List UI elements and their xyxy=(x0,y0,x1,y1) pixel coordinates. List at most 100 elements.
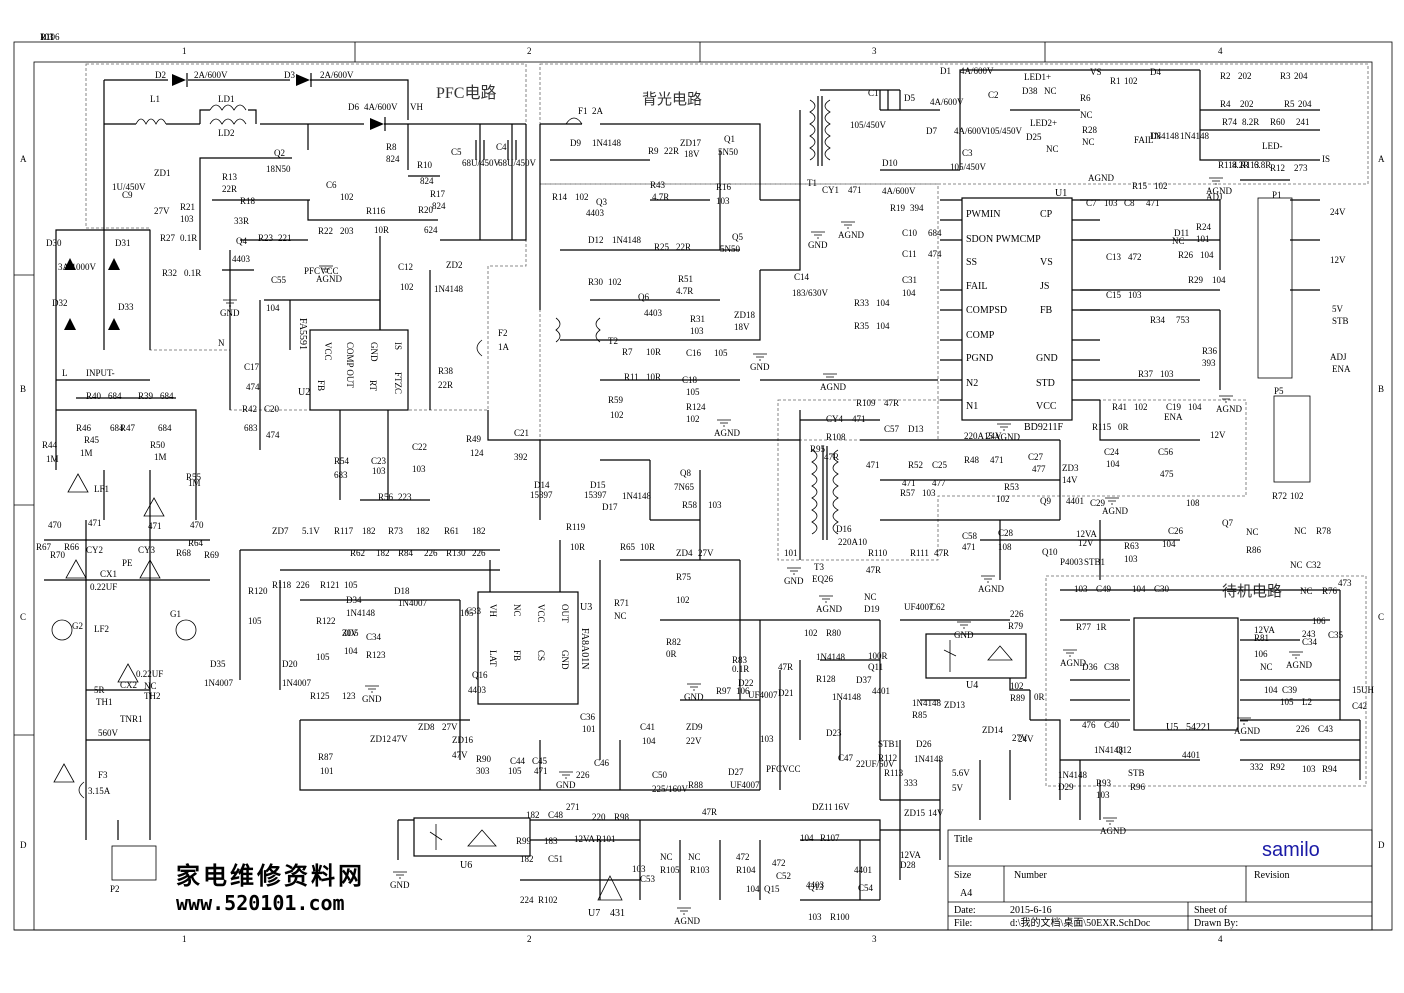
component-label: 103 xyxy=(922,488,936,498)
grid-row-a-left: A xyxy=(20,154,27,164)
component-label: 102 xyxy=(1290,491,1304,501)
component-label: F3 xyxy=(98,770,108,780)
component-label: 4403 xyxy=(644,308,663,318)
component-label: D28 xyxy=(900,860,916,870)
component-label: 474 xyxy=(246,382,260,392)
component-label: 103 xyxy=(1074,584,1088,594)
component-label: 4A/600V xyxy=(930,97,964,107)
component-label: D9 xyxy=(570,138,581,148)
component-label: 472 xyxy=(772,858,786,868)
svg-text:U4: U4 xyxy=(966,680,978,691)
component-label: R100 xyxy=(830,912,850,922)
component-label: 183 xyxy=(544,836,558,846)
component-label: R57 xyxy=(900,488,916,498)
wires xyxy=(44,69,1361,901)
svg-text:SS: SS xyxy=(966,257,977,268)
component-label: 123 xyxy=(342,691,356,701)
component-label: Q1 xyxy=(724,134,735,144)
component-label: F2 xyxy=(498,328,508,338)
component-label: NC xyxy=(1082,137,1095,147)
component-label: R77 xyxy=(1076,622,1092,632)
component-label: 106 xyxy=(1312,616,1326,626)
ground-symbol xyxy=(753,353,767,361)
component-label: 471 xyxy=(990,455,1004,465)
component-label: R12 xyxy=(1270,163,1285,173)
component-label: ZD16 xyxy=(452,735,473,745)
component-label: C26 xyxy=(1168,526,1184,536)
component-label: R56 xyxy=(378,492,394,502)
component-label: R8 xyxy=(386,142,397,152)
svg-text:PWMIN: PWMIN xyxy=(966,209,1000,220)
svg-text:54221: 54221 xyxy=(1186,722,1211,733)
grid-labels: 1 2 3 4 1 2 3 4 A B C D A B C D xyxy=(14,42,1385,944)
component-label: 105 xyxy=(316,652,330,662)
component-label: Q10 xyxy=(1042,547,1058,557)
component-label: ZD14 xyxy=(982,725,1003,735)
component-label: 106 xyxy=(736,686,750,696)
component-label: C42 xyxy=(1352,701,1367,711)
component-label: R119 xyxy=(566,522,586,532)
component-label: 15397 xyxy=(584,490,607,500)
u6-optocoupler: U6 xyxy=(413,817,531,871)
component-label: R90 xyxy=(476,754,492,764)
component-label: 103 xyxy=(1160,369,1174,379)
component-label: 104 xyxy=(1132,584,1146,594)
ground-symbol xyxy=(841,221,855,229)
component-label: D27 xyxy=(728,767,744,777)
component-label: R111 xyxy=(910,548,929,558)
ground-label: GND xyxy=(390,880,410,890)
component-label: C57 xyxy=(884,424,900,434)
component-label: C11 xyxy=(902,249,917,259)
component-label: R14 xyxy=(552,192,568,202)
component-label: R71 xyxy=(614,598,629,608)
svg-text:U3: U3 xyxy=(580,602,592,613)
svg-text:U2: U2 xyxy=(298,387,310,398)
component-label: 6.8R xyxy=(1254,160,1271,170)
component-label: 824 xyxy=(432,201,446,211)
component-label: 47R xyxy=(884,398,899,408)
ground-label: GND xyxy=(362,694,382,704)
component-label: NC xyxy=(1294,526,1307,536)
component-label: 0.22UF xyxy=(90,582,117,592)
component-label: C55 xyxy=(271,275,287,285)
ground-symbol xyxy=(223,299,237,307)
component-label: 102 xyxy=(1154,181,1168,191)
component-label: R11 xyxy=(624,372,639,382)
component-label: R5 xyxy=(1284,99,1295,109)
component-label: 30V xyxy=(342,628,358,638)
component-label: R85 xyxy=(912,710,928,720)
component-label: 103 xyxy=(708,500,722,510)
component-label: 1M xyxy=(154,452,167,462)
svg-text:FB: FB xyxy=(512,650,522,661)
component-label: G1 xyxy=(170,609,181,619)
component-label: ZD9 xyxy=(686,722,703,732)
component-label: D11 xyxy=(1174,228,1189,238)
component-label: C9 xyxy=(122,190,133,200)
component-label: D5 xyxy=(904,93,915,103)
component-label: 27V xyxy=(1012,733,1028,743)
component-label: R21 xyxy=(180,202,195,212)
component-label: 0R xyxy=(1034,692,1045,702)
component-label: R47 xyxy=(120,423,136,433)
component-label: R34 xyxy=(1150,315,1166,325)
component-label: 333 xyxy=(904,778,918,788)
u3-flyback-controller: U3 FA8A01N VH NC VCC OUT LAT FB CS GND xyxy=(477,591,592,705)
component-label: CY3 xyxy=(138,545,156,555)
component-label: ZD18 xyxy=(734,310,755,320)
component-label: Q12 xyxy=(1116,745,1132,755)
component-label: 18V xyxy=(684,149,700,159)
component-label: 0.1R xyxy=(732,664,749,674)
component-label: R55 xyxy=(186,472,202,482)
svg-text:IS: IS xyxy=(393,342,403,350)
component-label: 474 xyxy=(928,249,942,259)
component-label: R98 xyxy=(614,812,630,822)
component-label: R94 xyxy=(1322,764,1338,774)
component-label: STB1 xyxy=(878,739,899,749)
component-label: C22 xyxy=(412,442,427,452)
component-label: R73 xyxy=(388,526,404,536)
component-label: R108 xyxy=(826,432,846,442)
pfc-section-box xyxy=(85,63,527,411)
component-label: R45 xyxy=(84,435,100,445)
component-label: 101 xyxy=(784,548,798,558)
component-label: 1N4148 xyxy=(816,652,845,662)
